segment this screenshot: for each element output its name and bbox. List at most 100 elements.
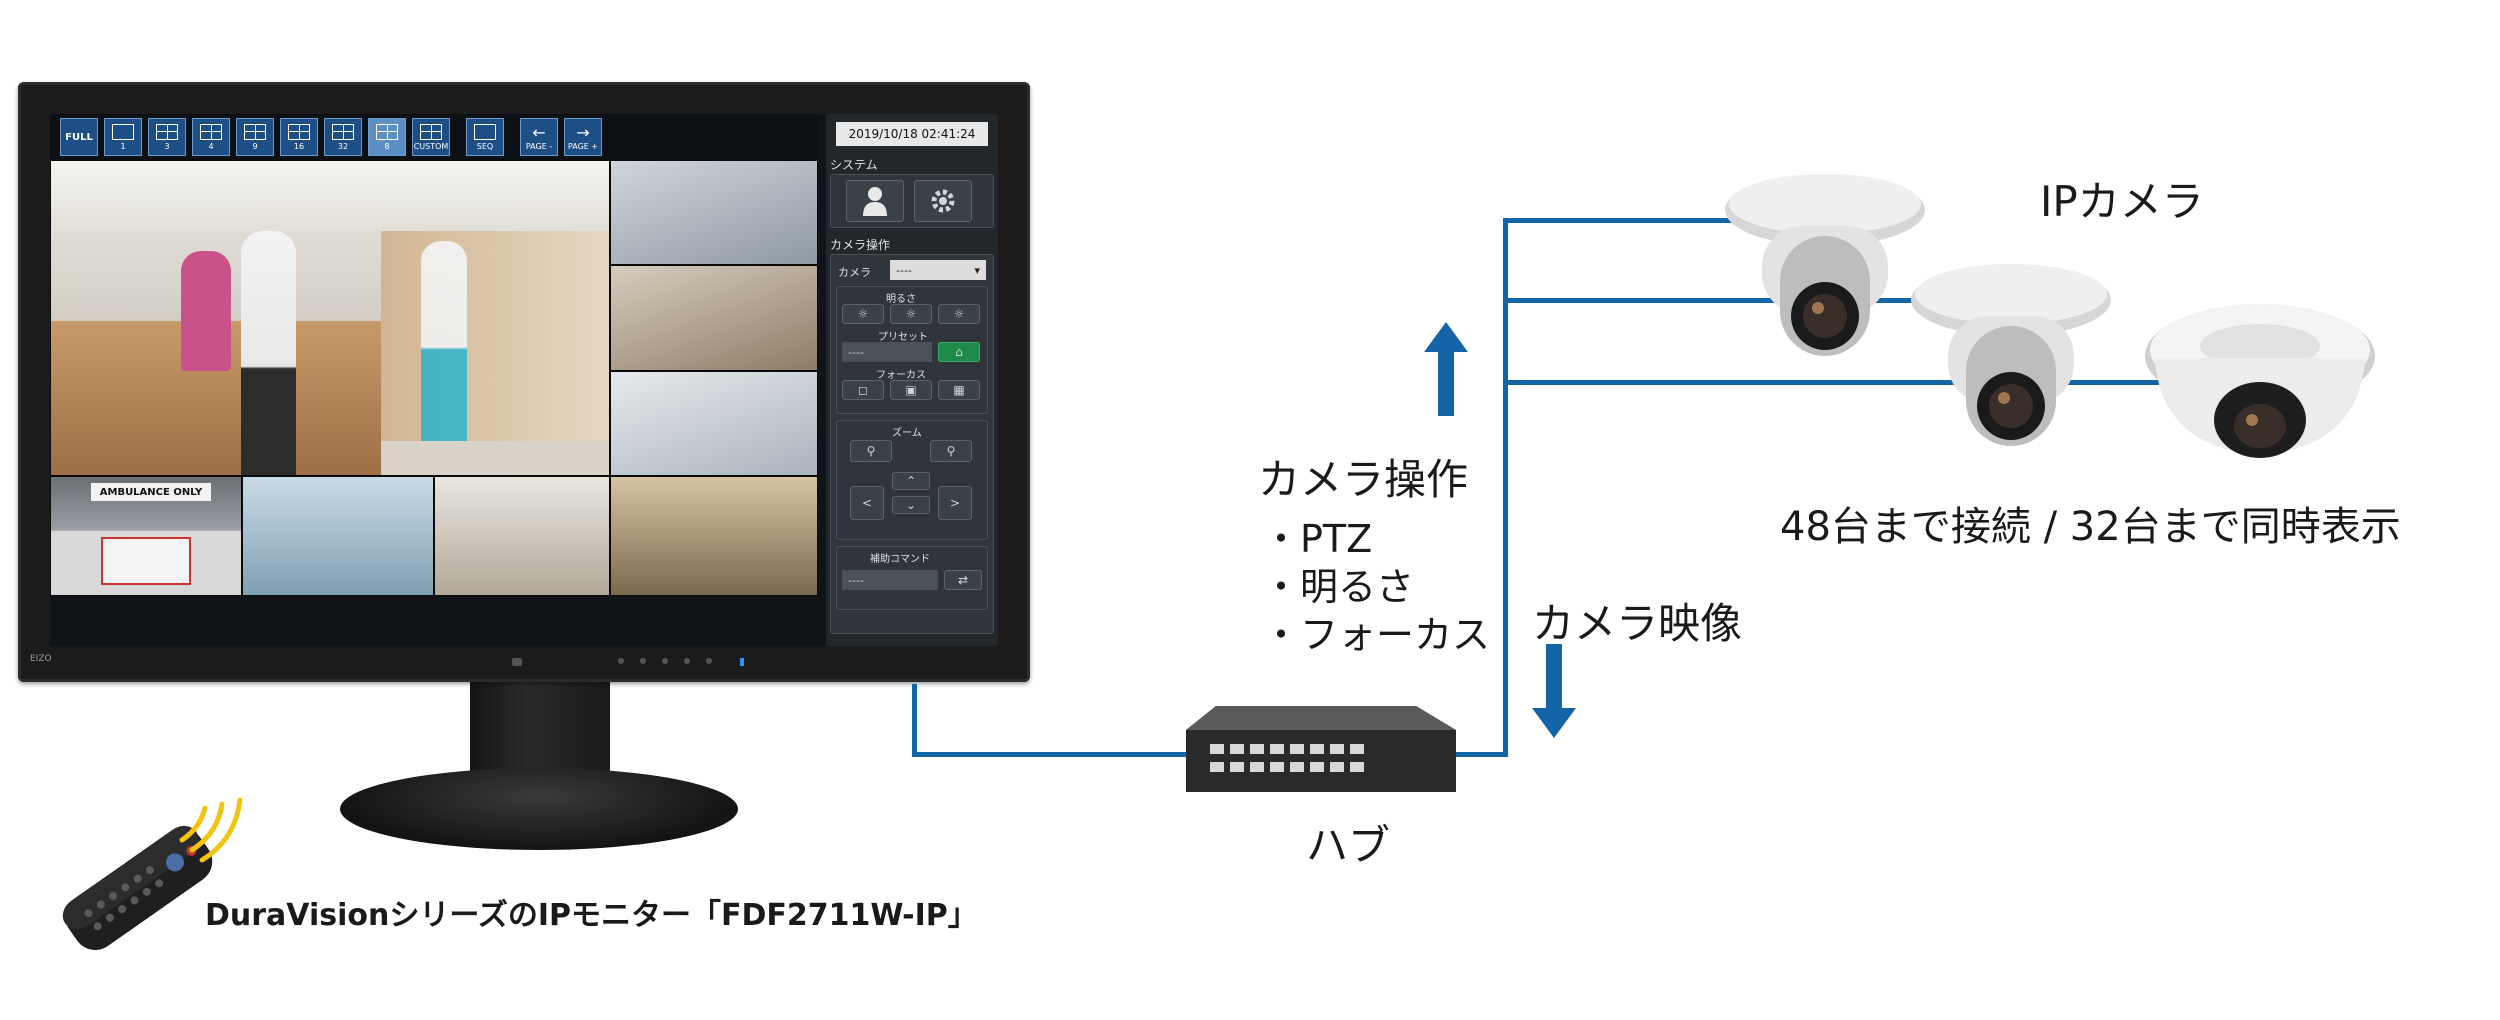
sequence-icon — [474, 123, 496, 140]
bezel-button[interactable] — [618, 658, 624, 664]
layout-custom-button[interactable]: CUSTOM — [412, 118, 450, 156]
zoom-out-icon: ⚲ — [866, 444, 876, 458]
camera-feed-grid: AMBULANCE ONLY — [50, 160, 818, 596]
user-icon — [863, 187, 887, 216]
camera-feed-1[interactable] — [50, 160, 610, 476]
camera-label: カメラ — [838, 266, 871, 279]
aux-label: 補助コマンド — [870, 554, 930, 565]
layout-9-button[interactable]: 9 — [236, 118, 274, 156]
user-button[interactable] — [846, 180, 904, 222]
camera-feed-4[interactable] — [610, 371, 818, 476]
gear-icon — [931, 189, 955, 213]
layout-3-button[interactable]: 3 — [148, 118, 186, 156]
zoom-label: ズーム — [892, 428, 922, 439]
aux-send-button[interactable]: ⇄ — [944, 570, 982, 590]
network-line-camera-2 — [1503, 298, 1923, 303]
dome-camera — [2145, 304, 2375, 458]
page-prev-button[interactable]: ←PAGE - — [520, 118, 558, 156]
arrow-down-icon — [1532, 644, 1576, 738]
settings-button[interactable] — [914, 180, 972, 222]
preset-go-button[interactable]: ⌂ — [938, 342, 980, 362]
brightness-mid-icon: ☼ — [905, 307, 917, 321]
camera-ops-item-brightness: ・明るさ — [1262, 565, 1415, 609]
page-next-button[interactable]: →PAGE + — [564, 118, 602, 156]
layout-9-icon — [244, 123, 266, 140]
ip-camera-label: IPカメラ — [2040, 177, 2204, 226]
wall-panel — [381, 231, 609, 475]
focus-auto-icon: ▣ — [905, 383, 917, 397]
focus-auto-button[interactable]: ▣ — [890, 380, 932, 400]
chevron-down-icon: ⌄ — [905, 498, 917, 512]
sequence-button[interactable]: SEQ — [466, 118, 504, 156]
layout-4-button[interactable]: 4 — [192, 118, 230, 156]
brightness-reset-button[interactable]: ☼ — [890, 304, 932, 324]
network-line-camera-3 — [1503, 380, 2163, 385]
pan-right-button[interactable]: > — [938, 486, 972, 520]
focus-label: フォーカス — [876, 370, 926, 381]
bezel-button[interactable] — [706, 658, 712, 664]
bezel-button[interactable] — [640, 658, 646, 664]
chevron-up-icon: ⌃ — [905, 474, 917, 488]
brightness-down-button[interactable]: ☼ — [842, 304, 884, 324]
monitor-stand-base — [340, 768, 738, 850]
camera-feed-8[interactable] — [610, 476, 818, 596]
doctor-figure — [241, 231, 296, 475]
pan-down-button[interactable]: ⌄ — [892, 496, 930, 514]
network-hub — [1186, 706, 1456, 792]
brightness-low-icon: ☼ — [857, 307, 869, 321]
camera-ops-label: カメラ操作 — [830, 238, 891, 252]
zoom-in-icon: ⚲ — [946, 444, 956, 458]
arrow-left-icon: ← — [532, 122, 546, 142]
camera-feed-3[interactable] — [610, 265, 818, 371]
zoom-in-button[interactable]: ⚲ — [930, 440, 972, 462]
chevron-right-icon: > — [949, 496, 961, 510]
camera-ops-item-ptz: ・PTZ — [1262, 517, 1373, 561]
camera-select[interactable]: ----▾ — [890, 260, 986, 280]
layout-custom-icon — [420, 123, 442, 140]
aux-select[interactable]: ---- — [842, 570, 938, 590]
preset-label: プリセット — [878, 332, 928, 343]
bezel-button[interactable] — [662, 658, 668, 664]
camera-feed-2[interactable] — [610, 160, 818, 265]
pan-up-button[interactable]: ⌃ — [892, 472, 930, 490]
layout-1-button[interactable]: 1 — [104, 118, 142, 156]
arrow-right-icon: → — [576, 122, 590, 142]
full-button[interactable]: FULL — [60, 118, 98, 156]
zoom-out-button[interactable]: ⚲ — [850, 440, 892, 462]
ambulance-vehicle — [101, 537, 191, 585]
network-line-camera-1 — [1503, 218, 1733, 223]
focus-far-icon: ▦ — [953, 383, 965, 397]
layout-32-button[interactable]: 32 — [324, 118, 362, 156]
preset-select[interactable]: ---- — [842, 342, 932, 362]
brightness-up-button[interactable]: ☼ — [938, 304, 980, 324]
layout-8-button[interactable]: 8 — [368, 118, 406, 156]
chevron-left-icon: < — [861, 496, 873, 510]
monitor-screen: FULL 1 3 4 9 16 32 8 CUSTOM SEQ ←PAGE - … — [50, 114, 998, 646]
layout-8-icon — [376, 123, 398, 140]
control-panel: 2019/10/18 02:41:24 システム カメラ操作 カメラ ----▾… — [826, 114, 998, 646]
pan-left-button[interactable]: < — [850, 486, 884, 520]
camera-feed-7[interactable] — [434, 476, 610, 596]
walking-nurse-figure — [421, 241, 467, 475]
ambulance-sign: AMBULANCE ONLY — [91, 483, 211, 501]
monitor-caption: DuraVisionシリーズのIPモニター「FDF2711W-IP」 — [205, 898, 978, 933]
ceiling — [51, 161, 609, 231]
brightness-label: 明るさ — [886, 294, 916, 305]
focus-near-button[interactable]: ◻ — [842, 380, 884, 400]
camera-feed-5[interactable]: AMBULANCE ONLY — [50, 476, 242, 596]
layout-1-icon — [112, 123, 134, 140]
bezel-button[interactable] — [684, 658, 690, 664]
camera-feed-6[interactable] — [242, 476, 434, 596]
monitor: FULL 1 3 4 9 16 32 8 CUSTOM SEQ ←PAGE - … — [18, 82, 1030, 682]
capacity-label: 48台まで接続 / 32台まで同時表示 — [1780, 504, 2401, 550]
focus-far-button[interactable]: ▦ — [938, 380, 980, 400]
network-line-hub-out — [1456, 752, 1508, 757]
floor — [381, 441, 609, 475]
camera-video-label: カメラ映像 — [1532, 599, 1743, 648]
brightness-high-icon: ☼ — [953, 307, 965, 321]
camera-ops-title: カメラ操作 — [1258, 455, 1469, 504]
system-label: システム — [830, 158, 878, 172]
network-line-monitor-down — [912, 684, 917, 756]
layout-16-button[interactable]: 16 — [280, 118, 318, 156]
layout-16-icon — [288, 123, 310, 140]
